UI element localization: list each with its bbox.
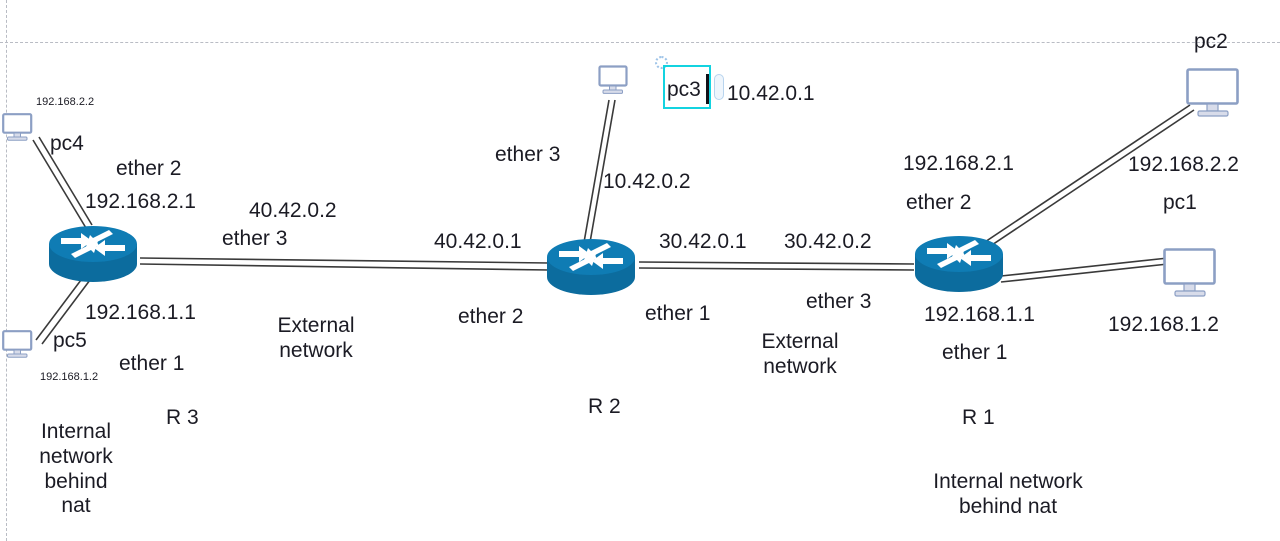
label-r1-ether1-ip: 192.168.1.1 [924,303,1035,326]
label-r2-name: R 2 [588,395,621,418]
resize-handle-right[interactable] [714,74,724,100]
label-pc2-ip: 192.168.2.2 [1128,153,1239,176]
router-r1-icon[interactable] [913,232,1005,294]
label-pc2-name: pc2 [1194,30,1228,53]
label-right-external-network: External network [761,330,839,378]
router-r3-icon[interactable] [47,222,139,284]
label-r2-ether3-ip: 10.42.0.2 [603,170,691,193]
label-r3-name: R 3 [166,406,199,429]
host-pc2-icon[interactable] [1186,68,1242,122]
router-r2-icon[interactable] [545,235,637,297]
label-pc5-name: pc5 [53,329,87,352]
text-caret [706,74,709,104]
label-r1-ether2: ether 2 [906,191,972,214]
label-pc5-ip: 192.168.1.2 [40,371,99,383]
page-guide-vertical-left [6,0,7,541]
label-r2-ether1-ip: 30.42.0.1 [659,230,747,253]
label-r3-ether3: ether 3 [222,227,288,250]
label-pc4-name: pc4 [50,132,84,155]
label-left-internal-network: Internal network behind nat [39,420,113,518]
host-pc4-icon[interactable] [2,113,36,145]
label-r1-ether3: ether 3 [806,290,872,313]
pc3-label-edit-box[interactable] [663,65,711,109]
label-r1-name: R 1 [962,406,995,429]
label-r2-ether1: ether 1 [645,302,711,325]
label-r1-ether3-ip: 30.42.0.2 [784,230,872,253]
label-r3-ether2-ip: 192.168.2.1 [85,190,196,213]
label-r1-ether2-ip: 192.168.2.1 [903,152,1014,175]
label-r3-ether1: ether 1 [119,352,185,375]
label-r3-ether2: ether 2 [116,157,182,180]
pc3-label-edit-text[interactable]: pc3 [667,78,701,101]
label-right-internal-network: Internal network behind nat [933,470,1083,518]
page-guide-horizontal [0,42,1280,43]
label-r3-ether1-ip: 192.168.1.1 [85,301,196,324]
label-pc1-name: pc1 [1163,191,1197,214]
host-pc5-icon[interactable] [2,330,36,362]
label-pc3-ip: 10.42.0.1 [727,82,815,105]
label-pc1-ip: 192.168.1.2 [1108,313,1219,336]
label-r3-ether3-ip: 40.42.0.2 [249,199,337,222]
host-pc1-icon[interactable] [1163,248,1219,302]
label-r1-ether1: ether 1 [942,341,1008,364]
label-r2-ether2-ip: 40.42.0.1 [434,230,522,253]
label-pc4-ip: 192.168.2.2 [36,96,95,108]
label-r2-ether3: ether 3 [495,143,561,166]
label-left-external-network: External network [277,314,355,362]
host-pc3-icon[interactable] [598,65,632,99]
label-r2-ether2: ether 2 [458,305,524,328]
